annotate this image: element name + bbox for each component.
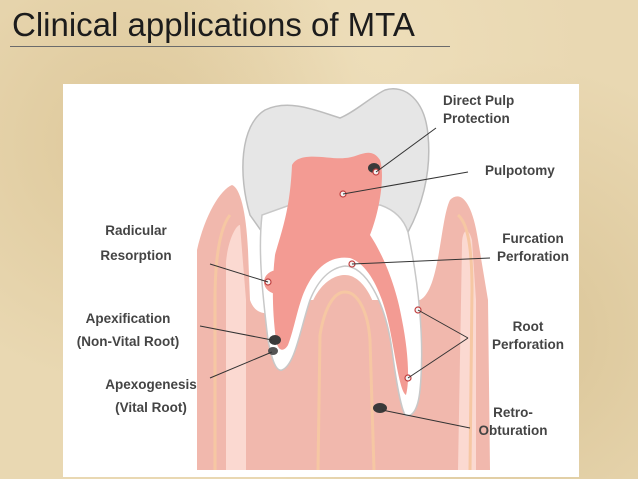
label-line: Retro- <box>493 405 533 420</box>
leader-pulpotomy <box>342 171 469 195</box>
label-line: Perforation <box>491 337 564 352</box>
bone-line-right <box>456 213 474 471</box>
label-root-perforation: Root Perforation <box>482 318 574 354</box>
label-radicular-resorption: Radicular Resorption <box>86 222 186 265</box>
slide-title: Clinical applications of MTA <box>12 6 415 43</box>
leader-retro <box>381 409 471 429</box>
leader-radicular <box>209 263 269 283</box>
leader-apexification <box>199 325 273 341</box>
label-apexification: Apexification (Non-Vital Root) <box>62 310 194 351</box>
mta-apexogenesis <box>268 347 278 355</box>
resorption-bulge <box>264 270 292 294</box>
pulp-chamber <box>272 152 409 395</box>
interradicular-line <box>316 290 376 471</box>
label-line: (Vital Root) <box>115 400 187 415</box>
mta-retro <box>373 403 387 413</box>
label-line: Furcation <box>502 231 564 246</box>
leader-lines <box>199 127 491 429</box>
label-line: Apexification <box>85 311 171 326</box>
label-retro-obturation: Retro- Obturation <box>468 404 558 440</box>
leader-furcation <box>351 257 491 265</box>
label-line: Resorption <box>100 248 172 263</box>
label-furcation-perforation: Furcation Perforation <box>488 230 578 266</box>
label-line: Pulpotomy <box>485 163 555 178</box>
label-apexogenesis: Apexogenesis (Vital Root) <box>92 376 210 417</box>
title-underline <box>10 46 450 47</box>
mta-apexification <box>269 335 281 345</box>
label-line: Obturation <box>478 423 548 438</box>
label-line: Root <box>512 319 544 334</box>
label-line: Radicular <box>105 223 167 238</box>
label-direct-pulp-protection: Direct Pulp Protection <box>443 92 514 128</box>
leader-direct-pulp <box>375 127 437 173</box>
leader-root-perf-2 <box>407 337 469 379</box>
leader-apexogenesis <box>209 351 273 379</box>
label-line: (Non-Vital Root) <box>76 334 180 349</box>
label-pulpotomy: Pulpotomy <box>485 162 555 180</box>
leader-root-perf-1 <box>417 309 469 339</box>
label-line: Perforation <box>496 249 569 264</box>
bone-line-left <box>213 214 232 470</box>
label-line: Apexogenesis <box>105 377 197 392</box>
label-line: Protection <box>443 111 510 126</box>
label-line: Direct Pulp <box>443 93 515 108</box>
